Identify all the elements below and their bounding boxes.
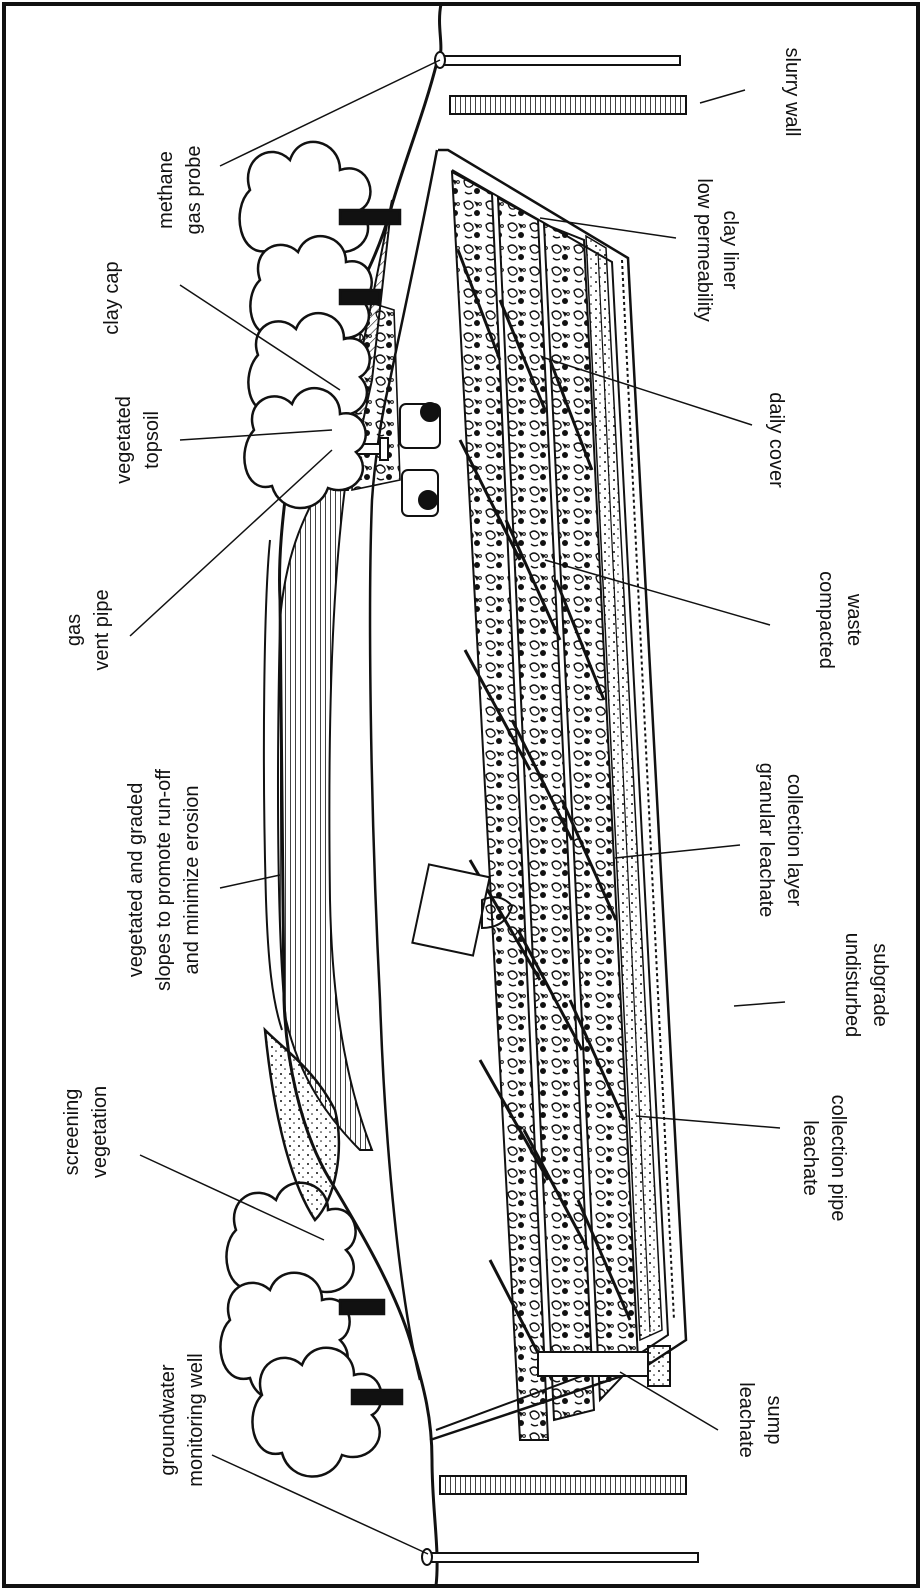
label-slurry-wall: slurry wall	[781, 48, 803, 137]
methane-gas-probe	[435, 52, 680, 68]
label-topsoil-line2: topsoil	[141, 411, 163, 469]
label-topsoil-line1: vegetated	[113, 396, 135, 484]
slurry-wall-bottom	[440, 1476, 686, 1494]
label-methane-line2: gas probe	[183, 146, 205, 235]
label-vent-line1: gas	[63, 614, 85, 646]
label-subgrade-line1: undisturbed	[841, 933, 863, 1038]
label-granular-line2: collection layer	[783, 774, 805, 907]
label-slopes-line1: vegetated and graded	[125, 783, 147, 978]
label-subgrade-line2: subgrade	[869, 943, 891, 1026]
label-clay-liner-line2: clay liner	[719, 211, 741, 290]
label-methane-gas-probe: methane gas probe	[155, 146, 205, 235]
label-daily-cover-line1: daily cover	[765, 392, 787, 488]
label-well-line2: monitoring well	[185, 1353, 207, 1486]
label-clay-liner: low permeability clay liner	[693, 178, 741, 321]
label-gas-vent-pipe: gas vent pipe	[63, 589, 113, 670]
label-screening-line2: vegetation	[89, 1086, 111, 1178]
label-sump-line2: sump	[763, 1396, 785, 1445]
label-methane-line1: methane	[155, 151, 177, 229]
label-slopes-line2: slopes to promote run-off	[153, 769, 175, 991]
groundwater-monitoring-well	[422, 1549, 698, 1565]
label-sump-line1: leachate	[735, 1382, 757, 1458]
label-vegetated-slopes: vegetated and graded slopes to promote r…	[125, 769, 203, 991]
label-waste-line2: waste	[843, 593, 865, 646]
label-groundwater-well: groundwater monitoring well	[157, 1353, 207, 1486]
label-slurry-line1: slurry wall	[781, 48, 803, 137]
label-granular-line1: granular leachate	[755, 763, 777, 918]
label-granular-layer: granular leachate collection layer	[755, 763, 805, 918]
trees-bottom	[220, 1030, 402, 1477]
label-leachate-sump: leachate sump	[735, 1382, 785, 1458]
label-vent-line2: vent pipe	[91, 589, 113, 670]
label-undisturbed-subgrade: undisturbed subgrade	[841, 933, 891, 1038]
label-well-line1: groundwater	[157, 1364, 179, 1476]
slurry-wall-top	[450, 96, 686, 114]
label-clay-cap: clay cap	[101, 261, 123, 334]
label-pipe-line2: collection pipe	[827, 1095, 849, 1222]
label-pipe-line1: leachate	[799, 1120, 821, 1196]
label-clay-cap-line1: clay cap	[101, 261, 123, 334]
label-screening-vegetation: screening vegetation	[61, 1086, 111, 1178]
label-slopes-line3: and minimize erosion	[181, 786, 203, 975]
label-compacted-waste: compacted waste	[815, 571, 865, 669]
label-waste-line1: compacted	[815, 571, 837, 669]
label-screening-line1: screening	[61, 1089, 83, 1176]
label-clay-liner-line1: low permeability	[693, 178, 715, 321]
label-daily-cover: daily cover	[765, 392, 787, 488]
label-vegetated-topsoil: vegetated topsoil	[113, 396, 163, 484]
label-leachate-collection-pipe: leachate collection pipe	[799, 1095, 849, 1222]
